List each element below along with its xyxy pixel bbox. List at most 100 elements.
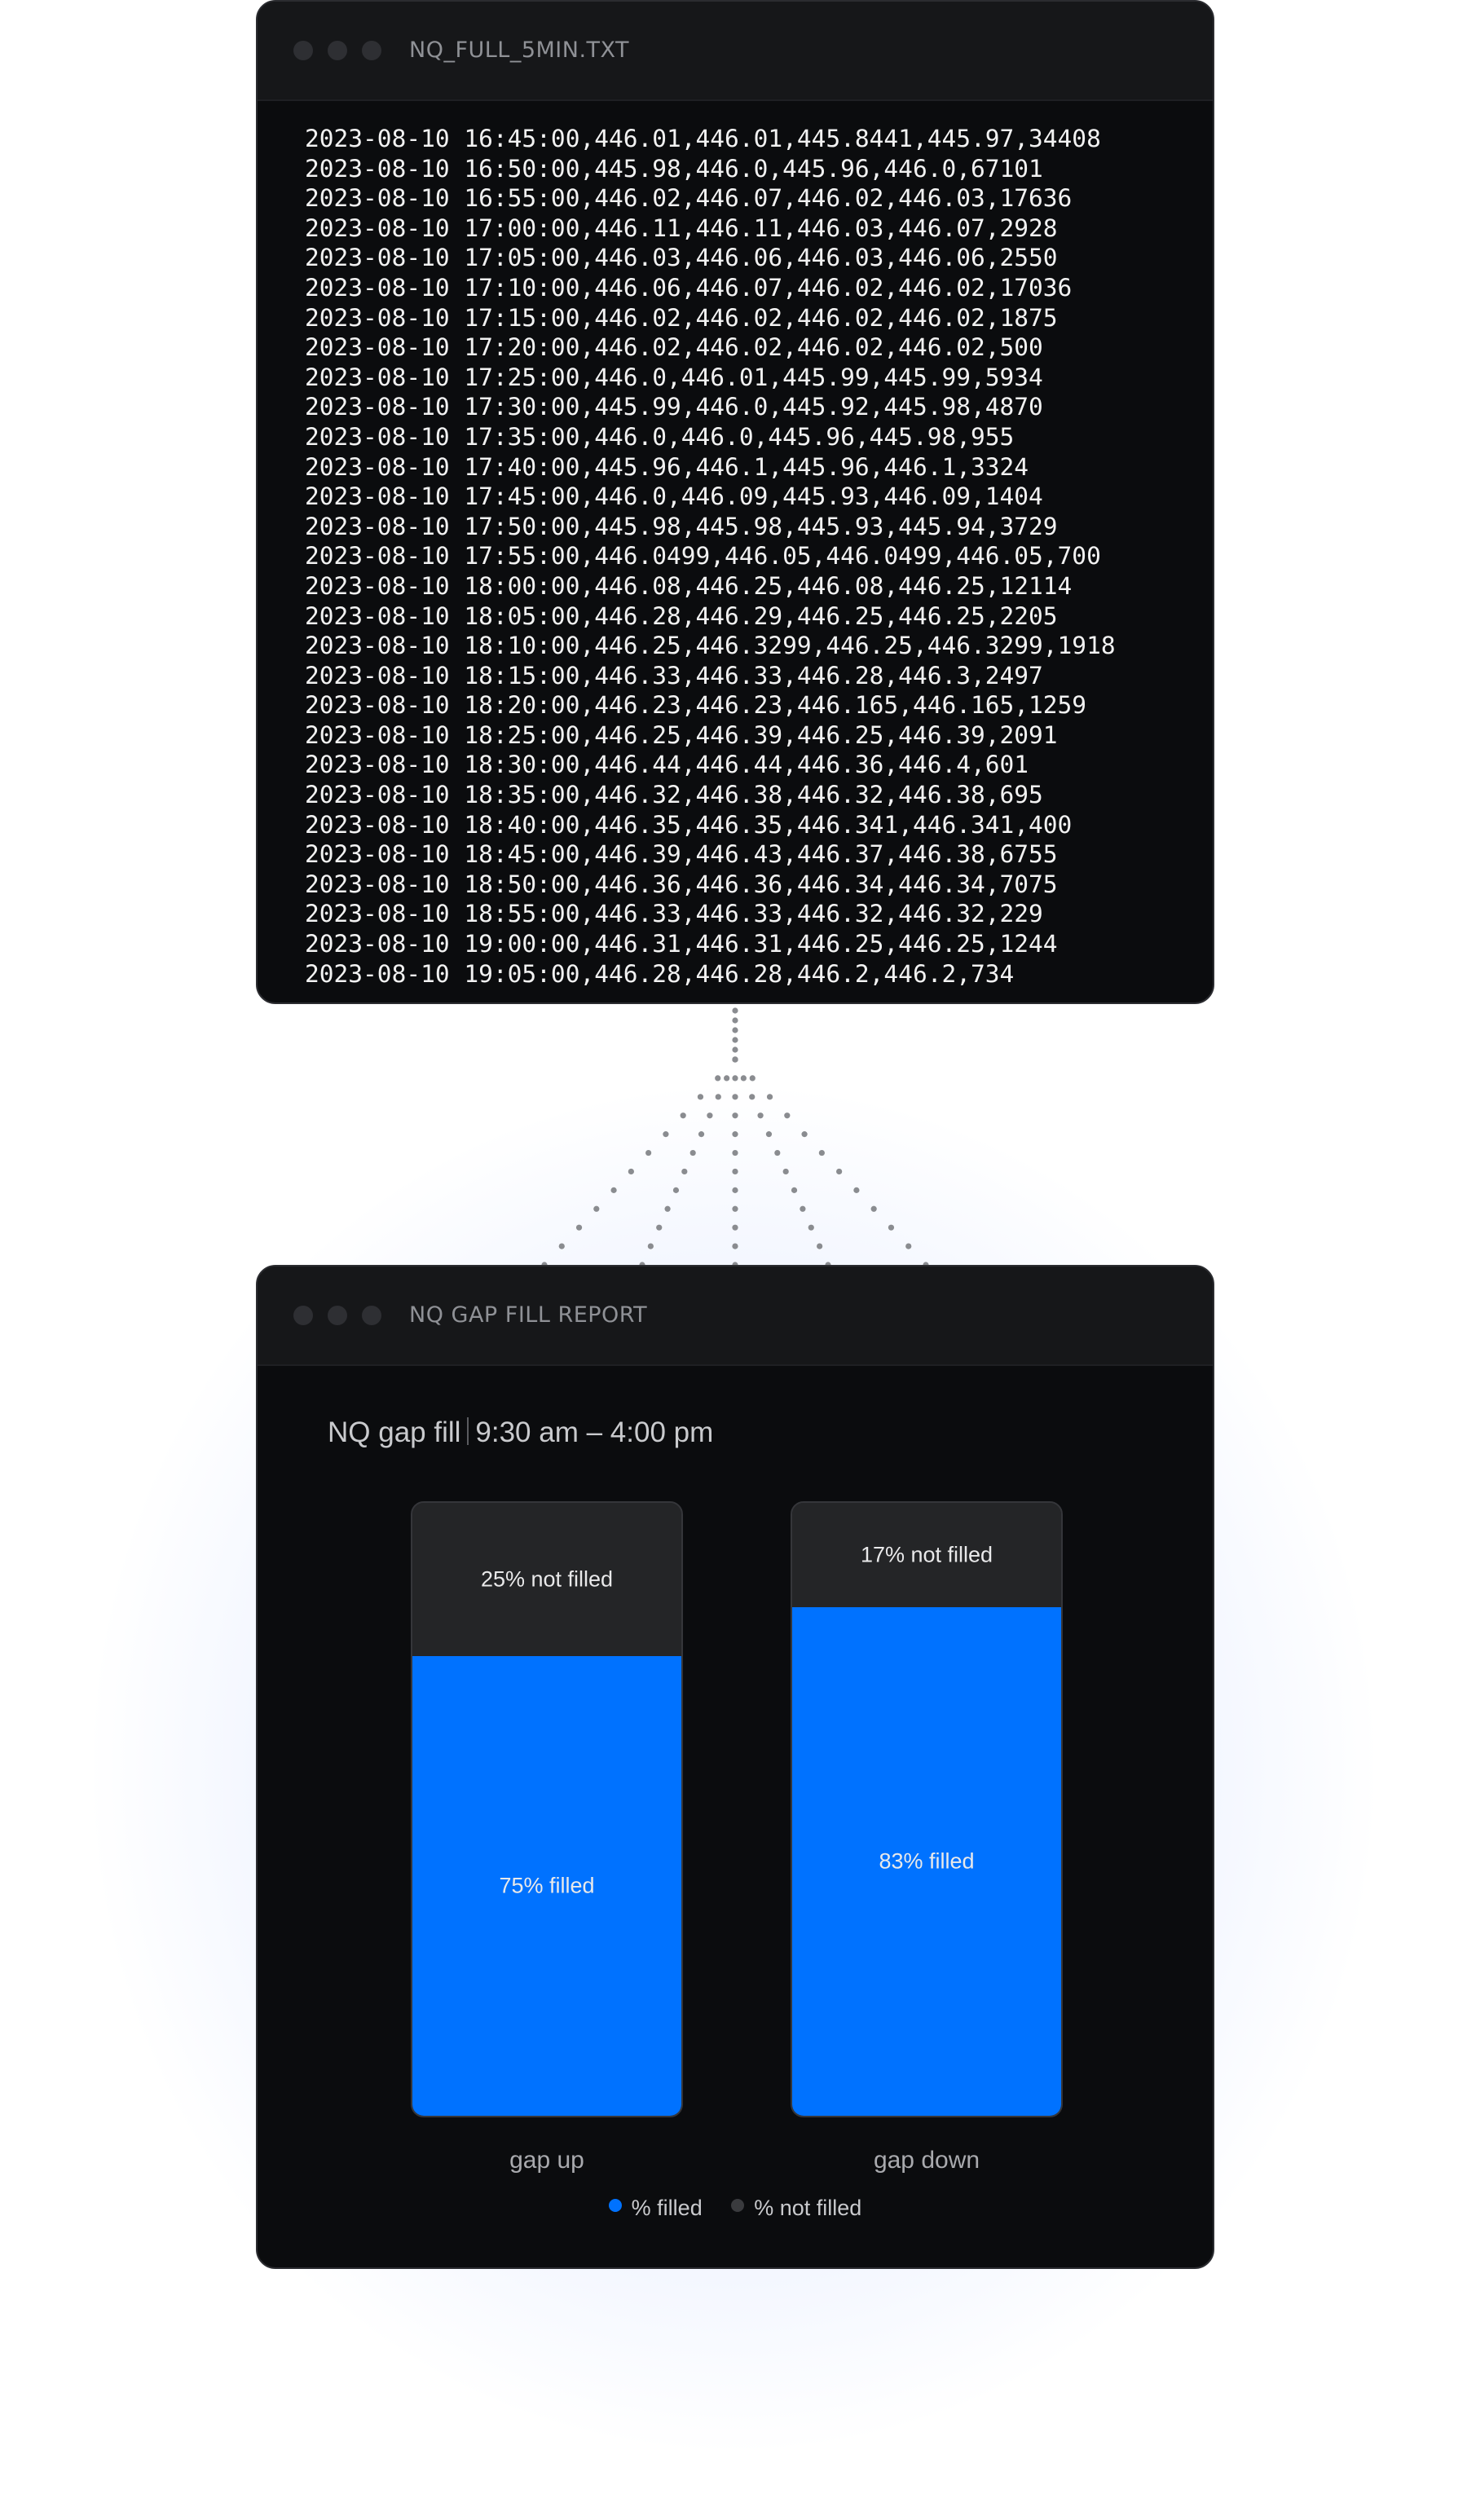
connector-dot bbox=[628, 1168, 634, 1175]
legend-label-not-filled: % not filled bbox=[754, 2196, 862, 2220]
file-line: 2023-08-10 18:45:00,446.39,446.43,446.37… bbox=[305, 840, 1058, 869]
legend-item-filled: % filled bbox=[608, 2196, 703, 2221]
connector-dot bbox=[732, 1007, 738, 1014]
connector-dot bbox=[672, 1187, 680, 1193]
file-line: 2023-08-10 16:55:00,446.02,446.07,446.02… bbox=[305, 184, 1073, 213]
file-line: 2023-08-10 18:15:00,446.33,446.33,446.28… bbox=[305, 661, 1043, 689]
file-line: 2023-08-10 16:50:00,445.98,446.0,445.96,… bbox=[305, 154, 1043, 183]
heading-separator bbox=[467, 1417, 469, 1445]
bar-gap-down-filled bbox=[792, 1606, 1061, 2116]
file-line: 2023-08-10 17:10:00,446.06,446.07,446.02… bbox=[305, 273, 1073, 302]
connector-dot bbox=[888, 1224, 895, 1231]
chart-heading-name: NQ gap fill bbox=[328, 1416, 461, 1448]
connector-dot bbox=[707, 1112, 713, 1119]
connector-dot bbox=[715, 1075, 721, 1082]
bar-gap-down-not-filled bbox=[792, 1503, 1061, 1607]
connector-dot bbox=[749, 1094, 756, 1100]
bar-gap-up-not-filled bbox=[412, 1503, 681, 1656]
window-zoom-dot[interactable] bbox=[362, 1306, 381, 1325]
connector-dot bbox=[765, 1131, 773, 1138]
file-line: 2023-08-10 17:25:00,446.0,446.01,445.99,… bbox=[305, 363, 1043, 391]
category-label-gap-up: gap up bbox=[509, 2147, 584, 2174]
chart-legend: % filled % not filled bbox=[258, 2196, 1213, 2221]
file-line: 2023-08-10 17:20:00,446.02,446.02,446.02… bbox=[305, 333, 1043, 362]
file-line: 2023-08-10 18:50:00,446.36,446.36,446.34… bbox=[305, 870, 1058, 898]
connector-dot bbox=[732, 1027, 738, 1033]
connector-dot bbox=[698, 1131, 705, 1138]
connector-dot bbox=[870, 1205, 877, 1212]
connector-dot bbox=[853, 1187, 860, 1193]
connector-dot bbox=[681, 1168, 688, 1175]
report-window-title: NQ GAP FILL REPORT bbox=[409, 1302, 648, 1328]
bar-gap-down-filled-label: 83% filled bbox=[879, 1848, 975, 1874]
window-zoom-dot[interactable] bbox=[362, 41, 381, 60]
connector-dot bbox=[732, 1131, 738, 1138]
connector-dot bbox=[575, 1224, 583, 1231]
file-line: 2023-08-10 17:55:00,446.0499,446.05,446.… bbox=[305, 542, 1101, 571]
connector-dot bbox=[558, 1243, 565, 1249]
connector-dot bbox=[732, 1168, 738, 1175]
legend-item-not-filled: % not filled bbox=[731, 2196, 861, 2221]
window-close-dot[interactable] bbox=[293, 1306, 313, 1325]
file-line: 2023-08-10 17:00:00,446.11,446.11,446.03… bbox=[305, 214, 1058, 242]
bar-gap-up-not-filled-label: 25% not filled bbox=[480, 1566, 614, 1592]
connector-dot bbox=[732, 1046, 738, 1053]
file-line: 2023-08-10 18:00:00,446.08,446.25,446.08… bbox=[305, 571, 1073, 600]
connector-dot bbox=[663, 1131, 669, 1138]
legend-label-filled: % filled bbox=[631, 2196, 703, 2220]
chart-heading: NQ gap fill 9:30 am – 4:00 pm bbox=[328, 1416, 713, 1449]
connector-dot bbox=[732, 1187, 738, 1193]
file-line: 2023-08-10 19:05:00,446.28,446.28,446.2,… bbox=[305, 959, 1015, 988]
connector-dot bbox=[732, 1224, 738, 1231]
connector-dot bbox=[732, 1205, 738, 1212]
connector-dot bbox=[818, 1149, 825, 1156]
connector-dot bbox=[749, 1075, 756, 1082]
connector-dot bbox=[610, 1187, 617, 1193]
connector-dots bbox=[541, 1007, 929, 1268]
file-content: 2023-08-10 16:45:00,446.01,446.01,445.84… bbox=[305, 124, 1116, 989]
connector-dot bbox=[740, 1075, 747, 1082]
connector-dot bbox=[732, 1075, 738, 1082]
connector-dot bbox=[757, 1112, 764, 1119]
window-minimize-dot[interactable] bbox=[328, 1306, 347, 1325]
connector-dot bbox=[697, 1094, 704, 1100]
file-window-titlebar: NQ_FULL_5MIN.TXT bbox=[258, 2, 1213, 101]
chart-heading-time: 9:30 am – 4:00 pm bbox=[475, 1416, 714, 1448]
connector-dot bbox=[645, 1149, 652, 1156]
connector-dot bbox=[732, 1017, 738, 1024]
connector-dot bbox=[656, 1224, 663, 1231]
connector-dot bbox=[732, 1037, 738, 1043]
file-line: 2023-08-10 17:15:00,446.02,446.02,446.02… bbox=[305, 303, 1058, 332]
file-line: 2023-08-10 18:30:00,446.44,446.44,446.36… bbox=[305, 751, 1029, 779]
connector-dot bbox=[732, 1094, 738, 1100]
connector-dot bbox=[808, 1224, 814, 1231]
connector-dot bbox=[774, 1149, 781, 1156]
connector-dot bbox=[905, 1243, 912, 1249]
file-line: 2023-08-10 18:05:00,446.28,446.29,446.25… bbox=[305, 601, 1058, 630]
connector-dot bbox=[836, 1168, 843, 1175]
connector-dot bbox=[593, 1205, 600, 1212]
bar-gap-down: 17% not filled 83% filled bbox=[791, 1501, 1063, 2117]
connector-dot bbox=[732, 1149, 738, 1156]
file-line: 2023-08-10 16:45:00,446.01,446.01,445.84… bbox=[305, 125, 1101, 152]
connector-dot bbox=[647, 1243, 654, 1249]
connector-dot bbox=[715, 1094, 721, 1100]
connector-dot bbox=[732, 1243, 738, 1249]
file-line: 2023-08-10 19:00:00,446.31,446.31,446.25… bbox=[305, 930, 1058, 958]
window-minimize-dot[interactable] bbox=[328, 41, 347, 60]
file-line: 2023-08-10 17:45:00,446.0,446.09,445.93,… bbox=[305, 482, 1043, 511]
file-line: 2023-08-10 18:35:00,446.32,446.38,446.32… bbox=[305, 781, 1043, 809]
bar-gap-up: 25% not filled 75% filled bbox=[411, 1501, 683, 2117]
window-close-dot[interactable] bbox=[293, 41, 313, 60]
connector-dot bbox=[724, 1075, 730, 1082]
connector-dot bbox=[782, 1168, 789, 1175]
report-window: NQ GAP FILL REPORT NQ gap fill 9:30 am – … bbox=[256, 1265, 1214, 2269]
bar-gap-down-not-filled-label: 17% not filled bbox=[860, 1542, 993, 1567]
file-line: 2023-08-10 18:55:00,446.33,446.33,446.32… bbox=[305, 900, 1043, 928]
file-line: 2023-08-10 17:30:00,445.99,446.0,445.92,… bbox=[305, 393, 1043, 421]
connector-dot bbox=[732, 1112, 738, 1119]
bar-gap-up-filled-label: 75% filled bbox=[499, 1873, 595, 1898]
category-label-gap-down: gap down bbox=[873, 2147, 980, 2174]
bar-gap-up-filled bbox=[412, 1656, 681, 2116]
connector-dot bbox=[732, 1056, 738, 1063]
